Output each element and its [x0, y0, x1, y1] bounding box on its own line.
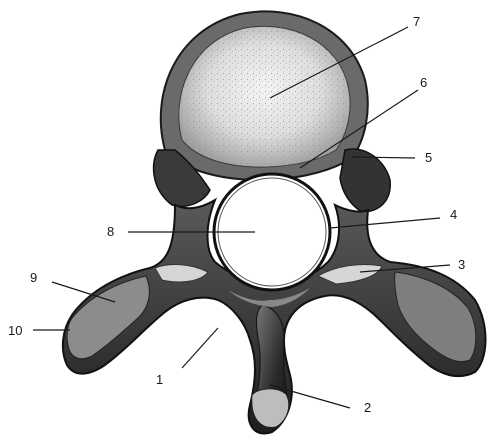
label-2: 2	[364, 400, 371, 415]
label-3: 3	[458, 257, 465, 272]
label-7: 7	[413, 14, 420, 29]
leader-line-1	[182, 328, 218, 368]
label-4: 4	[450, 207, 457, 222]
label-10: 10	[8, 323, 22, 338]
label-1: 1	[156, 372, 163, 387]
transverse-process-right-surface	[395, 272, 476, 362]
label-8: 8	[107, 224, 114, 239]
costal-facet-right	[340, 149, 390, 212]
label-5: 5	[425, 150, 432, 165]
label-9: 9	[30, 270, 37, 285]
label-6: 6	[420, 75, 427, 90]
